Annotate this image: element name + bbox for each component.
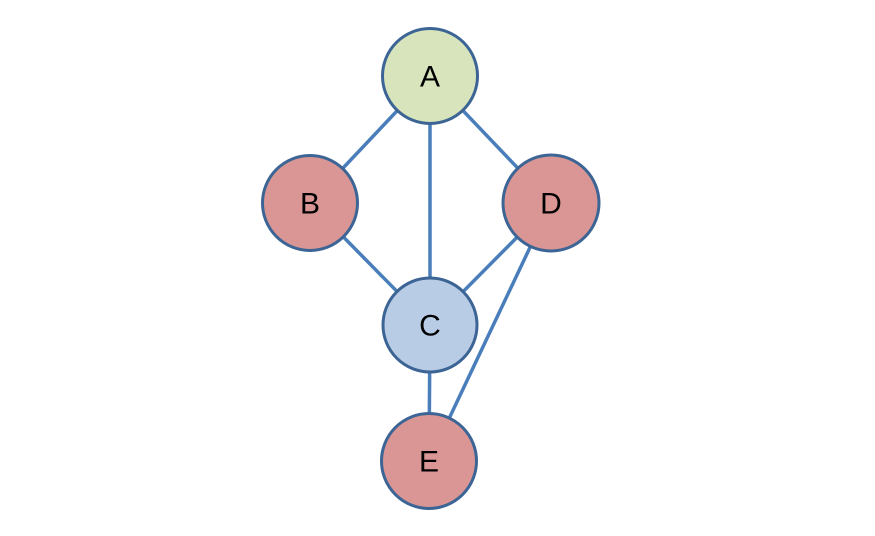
node-D-label: D: [540, 188, 562, 221]
node-A: A: [381, 27, 479, 125]
node-E-label: E: [419, 446, 439, 479]
node-C-circle: [381, 276, 479, 374]
node-D-circle: [501, 153, 601, 253]
node-E: E: [380, 412, 478, 510]
node-D: D: [501, 153, 601, 253]
node-B: B: [261, 154, 359, 252]
node-B-circle: [261, 154, 359, 252]
node-B-label: B: [300, 188, 320, 221]
node-A-circle: [381, 27, 479, 125]
node-C-label: C: [419, 310, 441, 343]
node-C: C: [381, 276, 479, 374]
node-E-circle: [380, 412, 478, 510]
node-A-label: A: [420, 61, 440, 94]
